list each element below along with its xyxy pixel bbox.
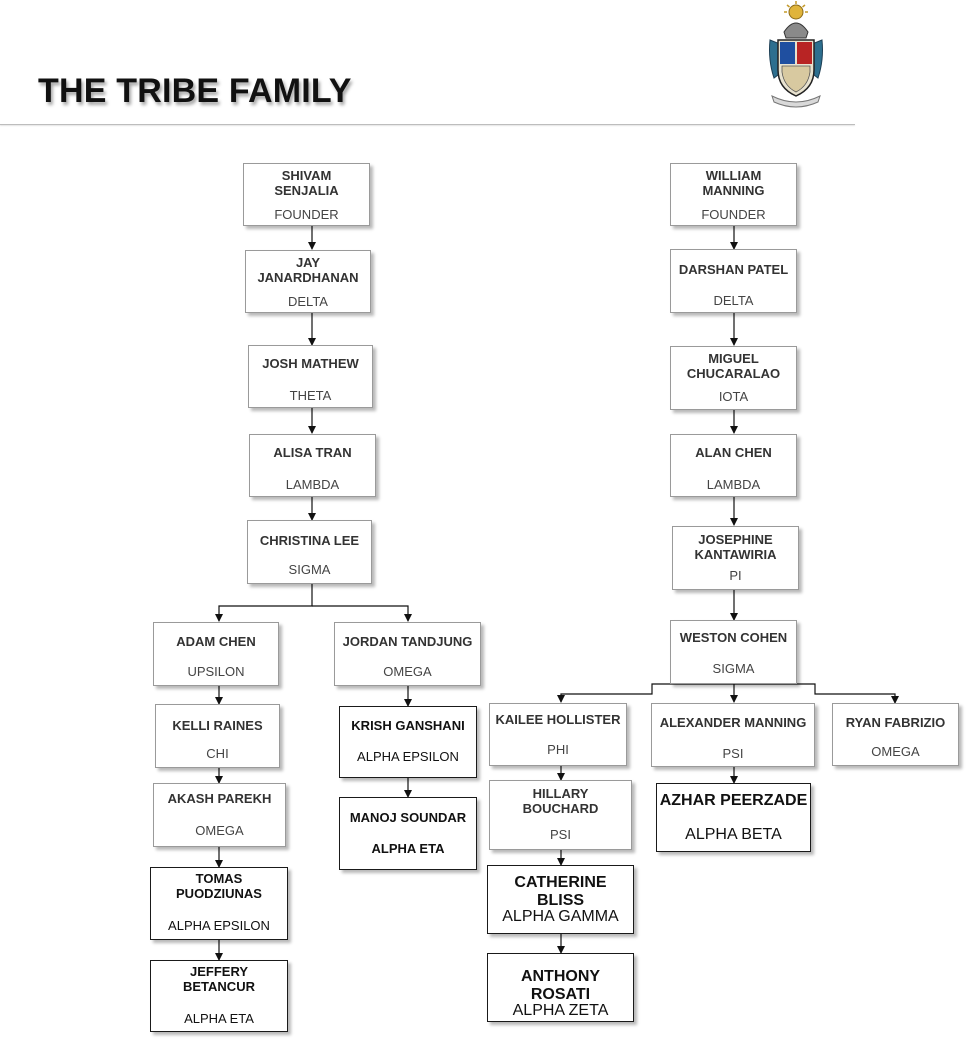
- member-chapter: ALPHA EPSILON: [357, 749, 459, 764]
- member-chapter: UPSILON: [187, 664, 245, 679]
- member-chapter: OMEGA: [871, 744, 920, 759]
- member-name: JOSH MATHEW: [262, 356, 359, 371]
- member-chapter: FOUNDER: [274, 207, 339, 222]
- connector-weston-ryan: [734, 683, 899, 704]
- connector-weston-kailee: [557, 683, 734, 703]
- member-name: KRISH GANSHANI: [351, 718, 465, 733]
- member-node-kelli[interactable]: KELLI RAINES CHI: [155, 704, 280, 768]
- member-name: ADAM CHEN: [176, 634, 256, 649]
- member-name: JAY JANARDHANAN: [257, 255, 359, 285]
- title-divider: [0, 124, 855, 125]
- member-node-azhar[interactable]: AZHAR PEERZADE ALPHA BETA: [656, 783, 811, 852]
- member-node-hillary[interactable]: HILLARY BOUCHARD PSI: [489, 780, 632, 850]
- member-chapter: PI: [729, 568, 742, 583]
- member-chapter: ALPHA ETA: [371, 841, 445, 856]
- member-node-tomas[interactable]: TOMAS PUODZIUNAS ALPHA EPSILON: [150, 867, 288, 940]
- member-node-alexander[interactable]: ALEXANDER MANNING PSI: [651, 703, 815, 767]
- member-name: MIGUEL CHUCARALAO: [686, 351, 781, 381]
- member-node-alisa[interactable]: ALISA TRAN LAMBDA: [249, 434, 376, 497]
- member-node-josephine[interactable]: JOSEPHINE KANTAWIRIA PI: [672, 526, 799, 590]
- crest-base: [781, 65, 811, 93]
- crest-quarter-blue: [780, 42, 795, 64]
- member-name: TOMAS PUODZIUNAS: [176, 871, 262, 901]
- member-chapter: THETA: [289, 388, 332, 403]
- crest-helmet: [783, 22, 809, 39]
- page-title: THE TRIBE FAMILY: [38, 72, 352, 110]
- member-chapter: LAMBDA: [706, 477, 761, 492]
- member-chapter: IOTA: [718, 389, 749, 404]
- member-node-josh[interactable]: JOSH MATHEW THETA: [248, 345, 373, 408]
- member-chapter: ALPHA GAMMA: [502, 908, 619, 925]
- member-chapter: ALPHA BETA: [685, 826, 782, 843]
- member-name: JEFFERY BETANCUR: [183, 964, 255, 994]
- member-chapter: CHI: [206, 746, 229, 761]
- member-node-ryan[interactable]: RYAN FABRIZIO OMEGA: [832, 703, 959, 766]
- member-chapter: ALPHA ZETA: [512, 1002, 609, 1019]
- connector-christina-adam: [215, 584, 313, 622]
- member-name: ANTHONY ROSATI: [520, 968, 601, 1003]
- member-name: JORDAN TANDJUNG: [342, 634, 473, 649]
- member-name: KELLI RAINES: [172, 718, 263, 733]
- member-chapter: PSI: [722, 746, 744, 761]
- member-name: WILLIAM MANNING: [702, 168, 765, 198]
- member-node-manoj[interactable]: MANOJ SOUNDAR ALPHA ETA: [339, 797, 477, 870]
- member-name: KAILEE HOLLISTER: [495, 712, 621, 727]
- member-chapter: ALPHA EPSILON: [168, 918, 270, 933]
- member-chapter: SIGMA: [712, 661, 755, 676]
- member-name: CATHERINE BLISS: [514, 874, 607, 909]
- member-node-miguel[interactable]: MIGUEL CHUCARALAO IOTA: [670, 346, 797, 410]
- member-chapter: OMEGA: [383, 664, 432, 679]
- member-chapter: ALPHA ETA: [184, 1011, 254, 1026]
- member-node-anthony[interactable]: ANTHONY ROSATI ALPHA ZETA: [487, 953, 634, 1022]
- crest-quarter-red: [797, 42, 812, 64]
- member-node-krish[interactable]: KRISH GANSHANI ALPHA EPSILON: [339, 706, 477, 778]
- member-node-alan[interactable]: ALAN CHEN LAMBDA: [670, 434, 797, 497]
- member-name: SHIVAM SENJALIA: [274, 168, 339, 198]
- member-name: MANOJ SOUNDAR: [349, 810, 467, 825]
- member-name: AZHAR PEERZADE: [659, 792, 808, 809]
- member-node-adam[interactable]: ADAM CHEN UPSILON: [153, 622, 279, 686]
- member-name: ALEXANDER MANNING: [659, 715, 807, 730]
- member-name: JOSEPHINE KANTAWIRIA: [694, 532, 777, 562]
- member-name: DARSHAN PATEL: [678, 262, 789, 277]
- member-chapter: PHI: [547, 742, 569, 757]
- member-node-darshan[interactable]: DARSHAN PATEL DELTA: [670, 249, 797, 313]
- member-chapter: FOUNDER: [701, 207, 766, 222]
- member-chapter: LAMBDA: [285, 477, 340, 492]
- member-name: CHRISTINA LEE: [259, 533, 360, 548]
- fraternity-crest-icon: [769, 1, 823, 108]
- crest-sun: [784, 1, 808, 20]
- member-name: RYAN FABRIZIO: [845, 715, 946, 730]
- member-node-catherine[interactable]: CATHERINE BLISS ALPHA GAMMA: [487, 865, 634, 934]
- member-name: AKASH PAREKH: [167, 791, 272, 806]
- member-node-jeffery[interactable]: JEFFERY BETANCUR ALPHA ETA: [150, 960, 288, 1032]
- member-name: WESTON COHEN: [679, 630, 788, 645]
- connector-christina-jordan: [312, 605, 412, 622]
- member-chapter: SIGMA: [288, 562, 331, 577]
- member-node-weston[interactable]: WESTON COHEN SIGMA: [670, 620, 797, 684]
- member-chapter: OMEGA: [195, 823, 244, 838]
- member-node-shivam[interactable]: SHIVAM SENJALIA FOUNDER: [243, 163, 370, 226]
- member-name: ALISA TRAN: [273, 445, 352, 460]
- member-chapter: DELTA: [288, 294, 328, 309]
- member-node-william[interactable]: WILLIAM MANNING FOUNDER: [670, 163, 797, 226]
- crest-scroll: [771, 95, 821, 108]
- member-node-jordan[interactable]: JORDAN TANDJUNG OMEGA: [334, 622, 481, 686]
- member-chapter: PSI: [550, 827, 571, 842]
- member-node-christina[interactable]: CHRISTINA LEE SIGMA: [247, 520, 372, 584]
- member-node-akash[interactable]: AKASH PAREKH OMEGA: [153, 783, 286, 847]
- member-node-jay[interactable]: JAY JANARDHANAN DELTA: [245, 250, 371, 313]
- member-node-kailee[interactable]: KAILEE HOLLISTER PHI: [489, 703, 627, 766]
- member-chapter: DELTA: [713, 293, 754, 308]
- member-name: HILLARY BOUCHARD: [522, 786, 599, 816]
- member-name: ALAN CHEN: [695, 445, 772, 460]
